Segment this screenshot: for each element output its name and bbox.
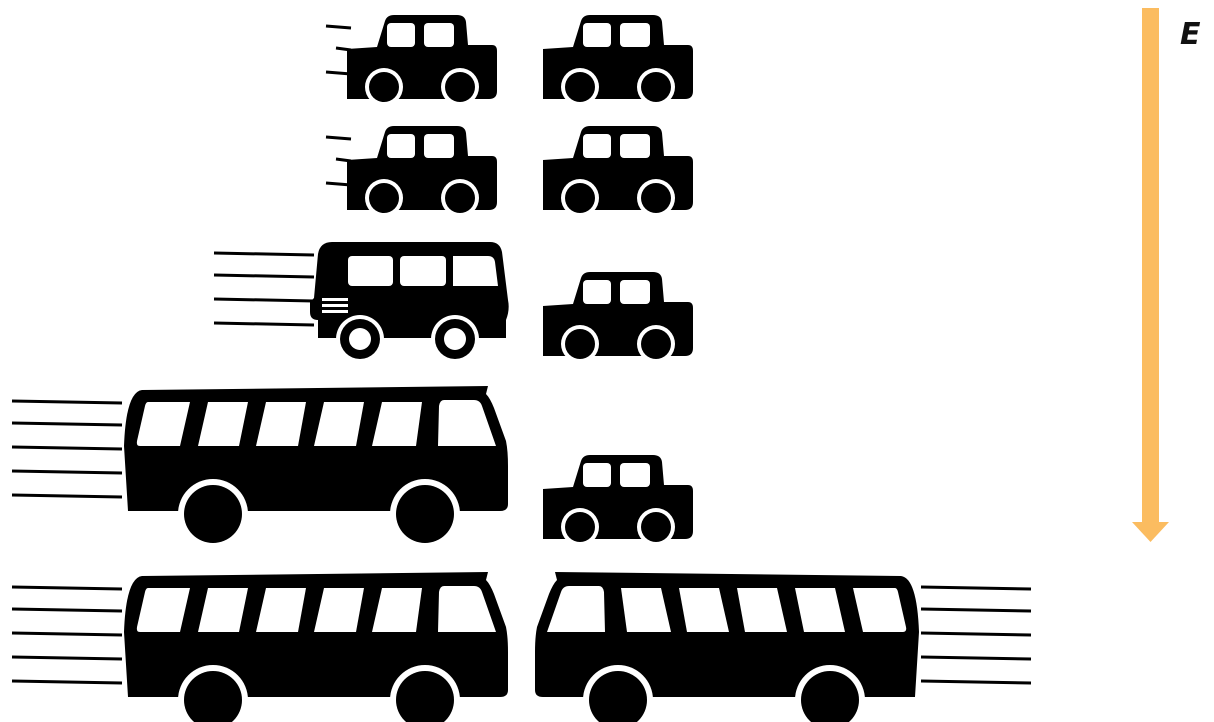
speed-line bbox=[214, 253, 314, 255]
speed-line bbox=[12, 423, 122, 425]
speed-line bbox=[214, 323, 314, 325]
row-1 bbox=[326, 15, 693, 106]
right-car-icon bbox=[543, 15, 693, 106]
energy-arrow-label: E bbox=[1180, 20, 1201, 50]
left-bus-icon bbox=[12, 386, 508, 549]
speed-line bbox=[12, 447, 122, 449]
left-bus-icon bbox=[12, 572, 508, 722]
bus-icon bbox=[124, 572, 508, 722]
speed-line bbox=[921, 681, 1031, 683]
speed-line bbox=[12, 609, 122, 611]
speed-line bbox=[921, 587, 1031, 589]
left-van-icon bbox=[214, 242, 509, 363]
row-5 bbox=[12, 572, 1031, 722]
speed-line bbox=[326, 137, 351, 139]
van-icon bbox=[310, 242, 509, 363]
speed-line bbox=[921, 633, 1031, 635]
speed-line bbox=[12, 471, 122, 473]
left-car-icon bbox=[326, 15, 497, 106]
row-4 bbox=[12, 386, 693, 549]
car-icon bbox=[543, 272, 693, 363]
left-car-icon bbox=[326, 126, 497, 217]
bus-icon bbox=[124, 386, 508, 549]
car-icon bbox=[347, 126, 497, 217]
speed-line bbox=[12, 633, 122, 635]
row-2 bbox=[326, 126, 693, 217]
speed-line bbox=[214, 299, 314, 301]
speed-line bbox=[326, 26, 351, 28]
right-car-icon bbox=[543, 455, 693, 546]
speed-line bbox=[214, 275, 314, 277]
right-car-icon bbox=[543, 272, 693, 363]
speed-line bbox=[921, 609, 1031, 611]
right-bus-icon bbox=[535, 572, 1031, 722]
speed-line bbox=[12, 495, 122, 497]
down-arrow-icon bbox=[1132, 522, 1169, 542]
right-car-icon bbox=[543, 126, 693, 217]
speed-line bbox=[921, 657, 1031, 659]
row-3 bbox=[214, 242, 693, 363]
speed-line bbox=[12, 681, 122, 683]
energy-arrow-shaft bbox=[1142, 8, 1159, 524]
vehicle-layer bbox=[12, 15, 1031, 722]
bus-icon bbox=[535, 572, 919, 722]
car-icon bbox=[347, 15, 497, 106]
car-icon bbox=[543, 455, 693, 546]
speed-line bbox=[12, 657, 122, 659]
car-icon bbox=[543, 126, 693, 217]
speed-line bbox=[12, 587, 122, 589]
car-icon bbox=[543, 15, 693, 106]
speed-line bbox=[12, 401, 122, 403]
